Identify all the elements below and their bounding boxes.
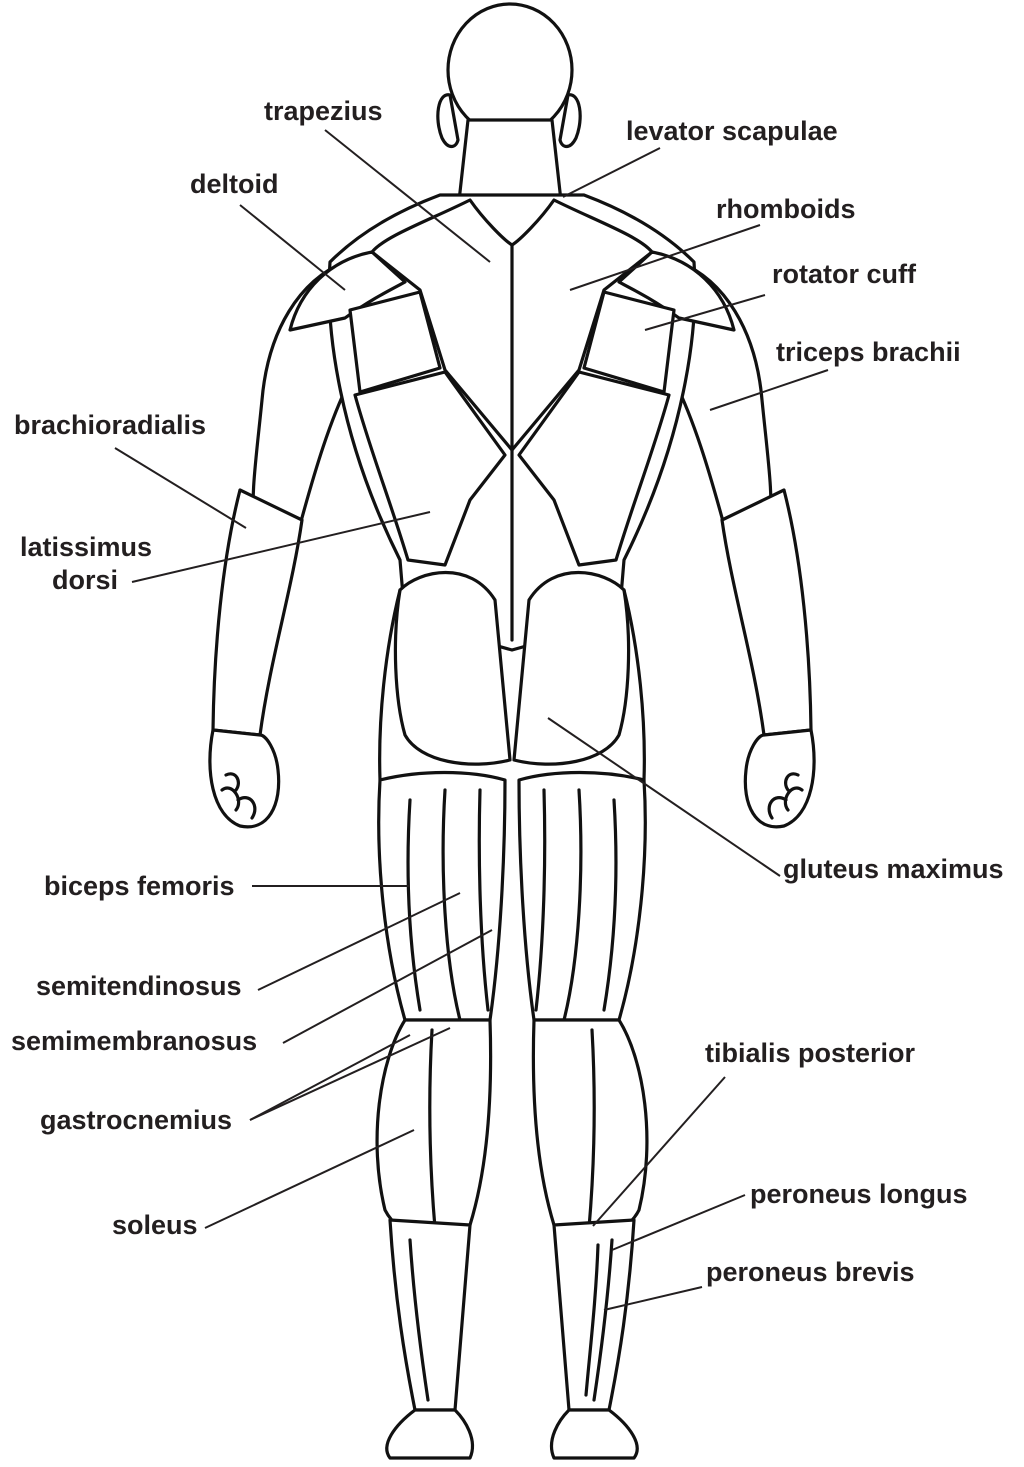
gluteus-left <box>395 573 510 765</box>
head <box>448 4 572 136</box>
leader-deltoid <box>240 205 345 290</box>
label-tibialis-posterior: tibialis posterior <box>705 1038 916 1068</box>
leader-levator-scapulae <box>563 148 660 197</box>
label-soleus: soleus <box>112 1210 198 1240</box>
foot-left <box>387 1410 473 1458</box>
label-brachioradialis: brachioradialis <box>14 410 206 440</box>
label-biceps-femoris: biceps femoris <box>44 871 235 901</box>
label-triceps-brachii: triceps brachii <box>776 337 961 367</box>
label-levator-scapulae: levator scapulae <box>626 116 838 146</box>
label-latissimus: latissimus <box>20 532 152 562</box>
label-peroneus-brevis: peroneus brevis <box>706 1257 915 1287</box>
label-gastrocnemius: gastrocnemius <box>40 1105 232 1135</box>
label-rhomboids: rhomboids <box>716 194 856 224</box>
foot-right <box>552 1410 638 1458</box>
hand-left <box>210 730 279 827</box>
forearm-left <box>213 490 302 735</box>
forearm-right <box>722 490 811 735</box>
gluteus-right <box>514 573 629 765</box>
leader-brachioradialis <box>115 448 246 528</box>
label-rotator-cuff: rotator cuff <box>772 259 917 289</box>
label-peroneus-longus: peroneus longus <box>750 1179 968 1209</box>
label-semitendinosus: semitendinosus <box>36 971 242 1001</box>
label-deltoid: deltoid <box>190 169 279 199</box>
label-gluteus-maximus: gluteus maximus <box>783 854 1004 884</box>
label-trapezius: trapezius <box>264 96 383 126</box>
shin-left <box>390 1220 470 1410</box>
hand-right <box>745 730 814 827</box>
label-dorsi: dorsi <box>52 565 118 595</box>
label-semimembranosus: semimembranosus <box>11 1026 257 1056</box>
